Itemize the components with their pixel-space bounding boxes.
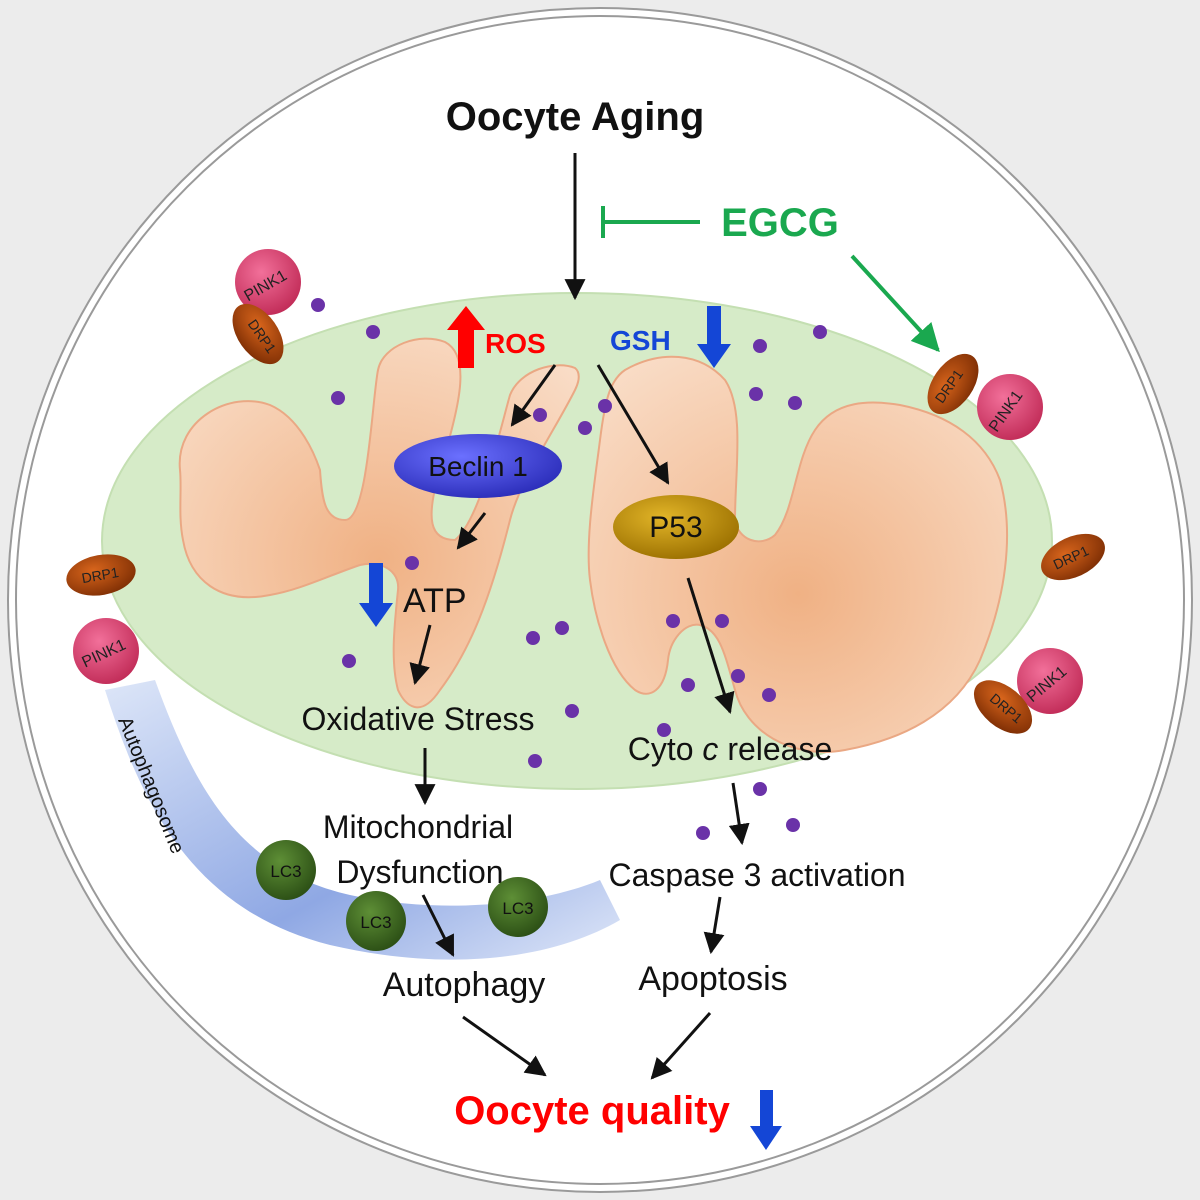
beclin-1-label: Beclin 1	[428, 451, 528, 482]
lc3-protein: LC3	[488, 877, 548, 937]
pink1-protein: PINK1	[1017, 648, 1083, 714]
svg-text:LC3: LC3	[270, 862, 301, 881]
ros-label: ROS	[485, 328, 546, 359]
beclin-1-node	[394, 434, 562, 498]
apoptosis-label: Apoptosis	[638, 960, 787, 998]
autophagosome	[105, 680, 620, 960]
drp1-protein: DRP1	[927, 353, 979, 415]
p53-label: P53	[649, 511, 702, 544]
dysfunction-label: Dysfunction	[336, 854, 503, 890]
p53-node	[613, 495, 739, 559]
drp1-protein: DRP1	[232, 303, 284, 365]
arrow-mito-to-autophagy	[421, 894, 455, 957]
arrow-atp-to-oxidative	[409, 624, 432, 686]
svg-text:LC3: LC3	[360, 913, 391, 932]
down-arrow-icon	[359, 563, 393, 627]
arrow-ros-to-beclin	[510, 364, 557, 427]
svg-text:LC3: LC3	[502, 899, 533, 918]
svg-text:DRP1: DRP1	[80, 564, 120, 586]
mitochondrial-label: Mitochondrial	[323, 809, 513, 845]
arrow-apoptosis-to-quality	[650, 1012, 712, 1080]
arrow-autophagy-to-quality	[462, 1015, 547, 1077]
drp1-protein: DRP1	[973, 680, 1033, 734]
cyto-c-release-label: Cyto c release	[628, 731, 833, 767]
arrow-beclin-to-atp	[456, 512, 487, 550]
caspase-3-label: Caspase 3 activation	[608, 857, 905, 893]
lc3-protein: LC3	[256, 840, 316, 900]
arrow-cytoc-to-caspase	[728, 782, 750, 846]
gsh-label: GSH	[610, 325, 671, 356]
autophagy-label: Autophagy	[383, 966, 546, 1004]
arrow-ros-to-p53	[596, 364, 670, 485]
lc3-protein: LC3	[346, 891, 406, 951]
drp1-protein: DRP1	[66, 554, 136, 596]
arrow-p53-to-cytoc	[686, 577, 735, 715]
down-arrow-icon	[750, 1090, 782, 1150]
arrow-egcg-to-drp1	[850, 254, 940, 353]
ros-particles	[311, 298, 827, 840]
pink1-protein: PINK1	[977, 374, 1043, 440]
cristae	[178, 337, 1008, 753]
pink1-protein: PINK1	[73, 618, 139, 684]
oxidative-stress-label: Oxidative Stress	[302, 701, 535, 737]
egcg-inhibition	[601, 206, 700, 238]
atp-label: ATP	[403, 582, 467, 620]
up-arrow-icon	[447, 306, 485, 368]
arrow-caspase-to-apoptosis	[703, 896, 725, 955]
pink1-protein: PINK1	[235, 249, 301, 315]
egcg-label: EGCG	[721, 201, 839, 245]
oocyte-quality-label: Oocyte quality	[454, 1089, 730, 1133]
title-oocyte-aging: Oocyte Aging	[446, 95, 705, 139]
drp1-protein: DRP1	[1041, 533, 1105, 581]
down-arrow-icon	[697, 306, 731, 368]
